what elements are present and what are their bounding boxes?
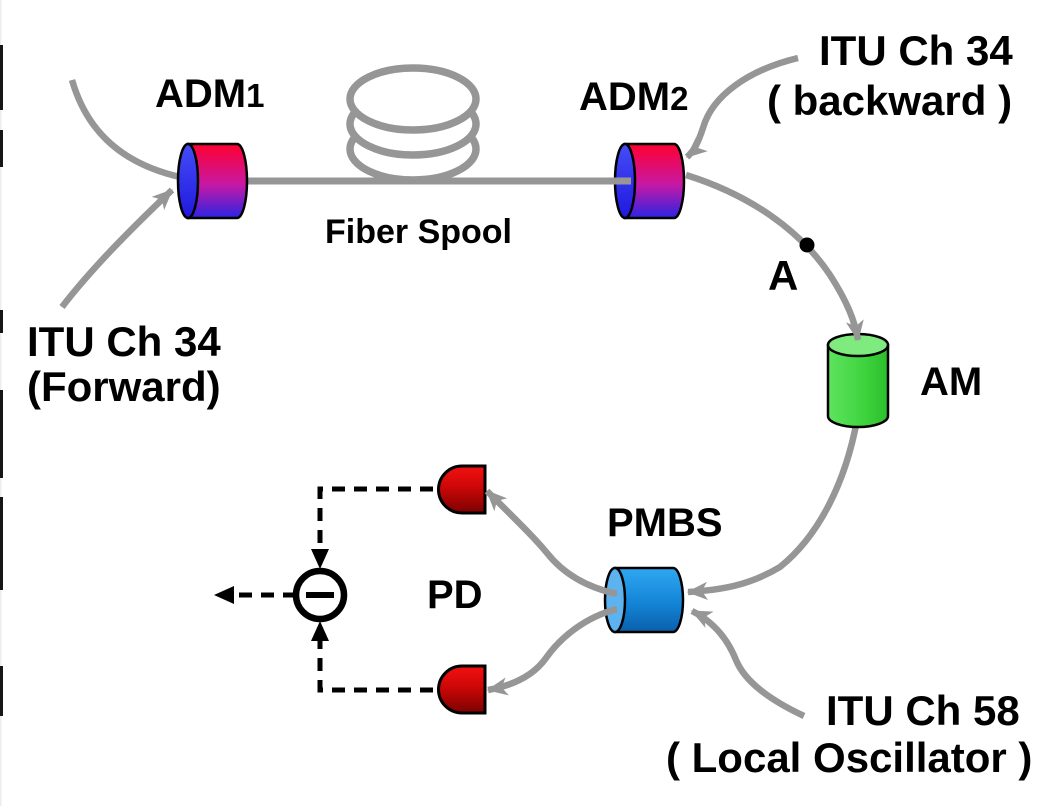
electrical-wires (234, 486, 433, 693)
fiber-drop-curve-adm1 (68, 79, 181, 181)
labels: ADM1 ADM2 Fiber Spool ITU Ch 34 (Forward… (27, 27, 1032, 781)
fiber-spool (346, 64, 480, 184)
fiber-lo-to-pmbs-arrow (690, 608, 806, 719)
fiber-adm2-to-am-arrow (685, 171, 864, 342)
wire-bottom-pd-to-subtractor (317, 641, 433, 693)
label-adm1-sub: 1 (246, 77, 264, 114)
label-adm2: ADM2 (579, 75, 688, 119)
label-itu34-forward-line2: (Forward) (27, 363, 221, 410)
label-itu34-forward-line1: ITU Ch 34 (27, 318, 221, 365)
label-adm1-base: ADM (155, 72, 246, 116)
am-cylinder (826, 332, 890, 429)
point-a-dot (799, 237, 815, 253)
label-itu58-line2: ( Local Oscillator ) (666, 734, 1032, 781)
photodetector-top (437, 464, 487, 515)
fiber-backward-input-arrow (684, 54, 799, 160)
pmbs-face (603, 566, 627, 634)
label-itu34-backward-line2: ( backward ) (767, 77, 1012, 124)
label-pmbs: PMBS (607, 501, 723, 545)
arrow-up-into-subtractor (311, 621, 329, 641)
photodetector-bottom (437, 664, 487, 715)
subtractor-node (292, 567, 348, 623)
adm2-body (623, 142, 686, 220)
label-adm2-sub: 2 (670, 80, 688, 117)
label-itu34-backward-line1: ITU Ch 34 (819, 27, 1013, 74)
label-pd: PD (427, 573, 483, 617)
pmbs-body (613, 566, 685, 634)
label-fiber-spool: Fiber Spool (325, 213, 512, 251)
label-adm1: ADM1 (155, 72, 264, 116)
arrow-down-into-subtractor (311, 549, 329, 569)
label-adm2-base: ADM (579, 75, 670, 119)
label-point-a: A (768, 252, 798, 299)
adm1-body (186, 142, 249, 220)
label-am: AM (920, 360, 982, 404)
pmbs-cylinder (603, 566, 685, 634)
fiber-am-to-pmbs-arrow (686, 419, 861, 600)
fiber-spool-loop-top (346, 64, 480, 134)
fiber-forward-input-arrow (59, 187, 175, 309)
left-edge-artifacts (0, 0, 3, 806)
fiber-pmbs-to-top-pd-arrow (484, 488, 618, 598)
wire-top-pd-to-subtractor (317, 486, 433, 549)
label-itu58-line1: ITU Ch 58 (826, 687, 1020, 734)
adm1-cylinder (176, 142, 249, 220)
am-body (826, 343, 890, 429)
adm1-face (176, 142, 200, 220)
arrow-output-left (214, 586, 234, 604)
wire-arrowheads (214, 549, 329, 641)
fiber-pmbs-to-bottom-pd-arrow (486, 605, 618, 696)
